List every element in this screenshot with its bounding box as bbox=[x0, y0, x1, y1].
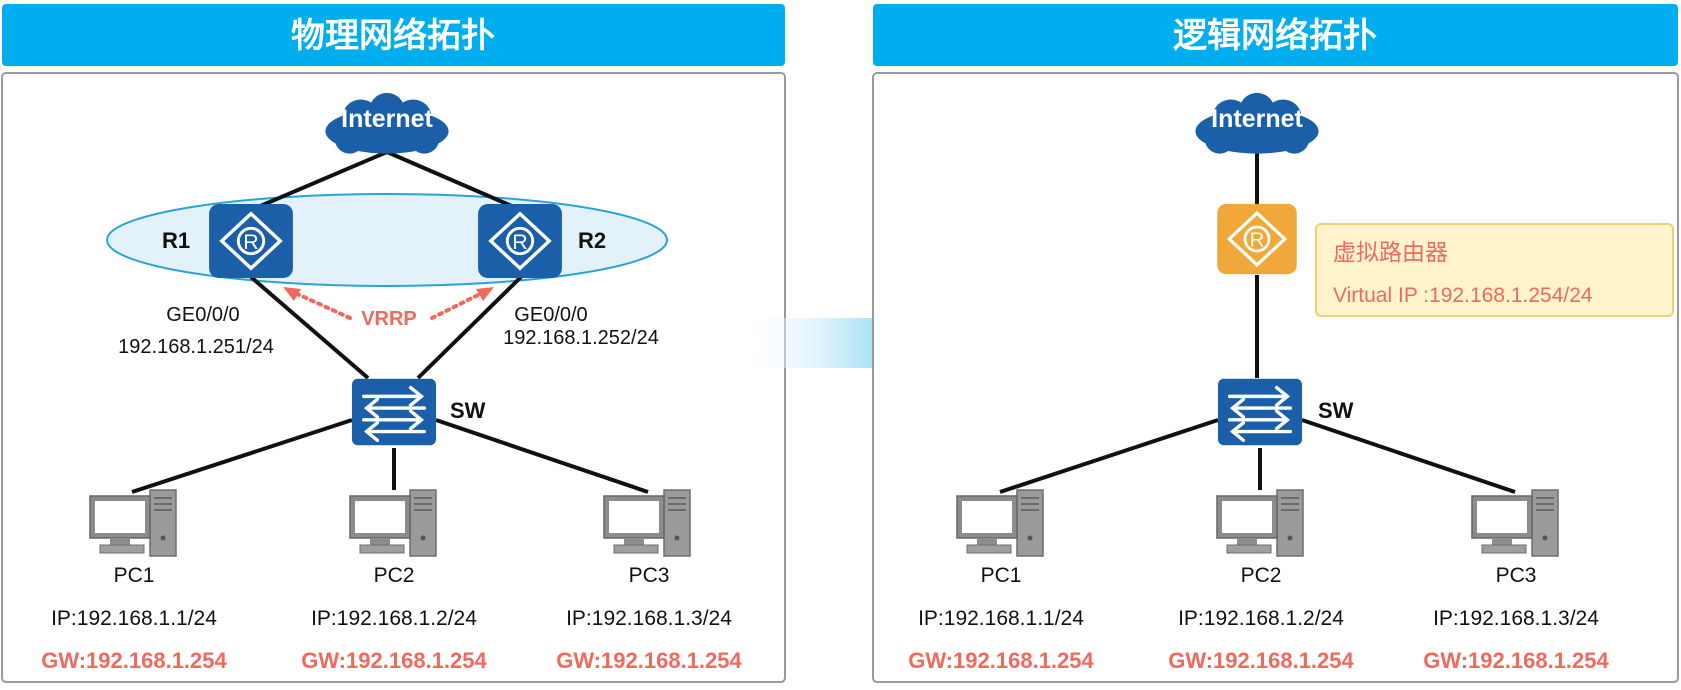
pc1-name: PC1 bbox=[114, 564, 155, 587]
pc2-ip-right: IP:192.168.1.2/24 bbox=[1178, 607, 1344, 630]
pc2-gw: GW:192.168.1.254 bbox=[301, 648, 487, 673]
right-panel-title: 逻辑网络拓扑 bbox=[1173, 16, 1377, 56]
router-icon-r2 bbox=[476, 202, 564, 280]
pc2-name-right: PC2 bbox=[1241, 564, 1282, 587]
pc3-gw: GW:192.168.1.254 bbox=[556, 648, 742, 673]
link-sw-pc1 bbox=[131, 418, 353, 494]
r1-label: R1 bbox=[162, 228, 190, 253]
left-header-bar bbox=[2, 4, 785, 66]
link-r2-sw bbox=[416, 275, 523, 380]
pc1-name-right: PC1 bbox=[981, 564, 1022, 587]
link-sw-pc3-right bbox=[1301, 418, 1516, 494]
pc3-name-right: PC3 bbox=[1496, 564, 1537, 587]
pc3-gw-right: GW:192.168.1.254 bbox=[1423, 648, 1609, 673]
pc2-ip: IP:192.168.1.2/24 bbox=[311, 607, 477, 630]
link-internet-r1 bbox=[250, 150, 388, 212]
pc1-ip-right: IP:192.168.1.1/24 bbox=[918, 607, 1084, 630]
switch-icon bbox=[350, 377, 438, 447]
pc1-ip: IP:192.168.1.1/24 bbox=[51, 607, 217, 630]
vrrp-label: VRRP bbox=[361, 308, 417, 330]
r1-ip-label: 192.168.1.251/24 bbox=[118, 336, 274, 358]
pc3-ip-right: IP:192.168.1.3/24 bbox=[1433, 607, 1599, 630]
pc-icon-right-1 bbox=[956, 489, 1044, 557]
vrrp-arrow-right bbox=[430, 290, 486, 320]
pc2-name: PC2 bbox=[374, 564, 415, 587]
vrrp-arrowhead-right bbox=[476, 287, 494, 301]
internet-label: Internet bbox=[341, 105, 433, 133]
right-panel-frame bbox=[872, 72, 1679, 683]
arrow-right-icon bbox=[735, 290, 975, 396]
sw-label: SW bbox=[450, 398, 486, 423]
link-r1-sw bbox=[249, 275, 370, 380]
switch-icon-right bbox=[1216, 377, 1304, 447]
r2-ip-label: 192.168.1.252/24 bbox=[503, 327, 659, 349]
link-sw-pc1-right bbox=[999, 418, 1219, 494]
left-panel: 物理网络拓扑 Internet R1 R2 VRRP GE0/0/0 192.1… bbox=[1, 4, 786, 683]
virtual-router-name: 虚拟路由器 bbox=[1333, 240, 1448, 266]
pc-icon-right-2 bbox=[1216, 489, 1304, 557]
internet-label-right: Internet bbox=[1211, 105, 1303, 133]
r2-port-label: GE0/0/0 bbox=[514, 304, 587, 326]
pc3-name: PC3 bbox=[629, 564, 670, 587]
vrrp-arrowhead-left bbox=[283, 287, 301, 301]
pc1-gw-right: GW:192.168.1.254 bbox=[908, 648, 1094, 673]
link-internet-r2 bbox=[386, 150, 522, 212]
virtual-router-ip: Virtual IP :192.168.1.254/24 bbox=[1333, 284, 1593, 307]
right-header-bar bbox=[873, 4, 1678, 66]
left-panel-frame bbox=[1, 72, 786, 683]
sw-label-right: SW bbox=[1318, 398, 1354, 423]
pc2-gw-right: GW:192.168.1.254 bbox=[1168, 648, 1354, 673]
pc3-ip: IP:192.168.1.3/24 bbox=[566, 607, 732, 630]
virtual-router-callout bbox=[1315, 223, 1674, 317]
pc-icon-3 bbox=[603, 489, 691, 557]
pc-icon-2 bbox=[349, 489, 437, 557]
right-panel: 逻辑网络拓扑 Internet 虚拟路由器 Virtual IP :192.16… bbox=[872, 4, 1679, 683]
router-icon-r1 bbox=[207, 202, 295, 280]
pc-icon-right-3 bbox=[1471, 489, 1559, 557]
pc-icon-1 bbox=[89, 489, 177, 557]
r1-port-label: GE0/0/0 bbox=[166, 304, 239, 326]
link-sw-pc3 bbox=[435, 418, 649, 494]
left-panel-title: 物理网络拓扑 bbox=[291, 16, 495, 56]
vrrp-arrow-left bbox=[291, 290, 352, 320]
r2-label: R2 bbox=[578, 228, 606, 253]
pc1-gw: GW:192.168.1.254 bbox=[41, 648, 227, 673]
router-icon-virtual bbox=[1215, 202, 1299, 276]
